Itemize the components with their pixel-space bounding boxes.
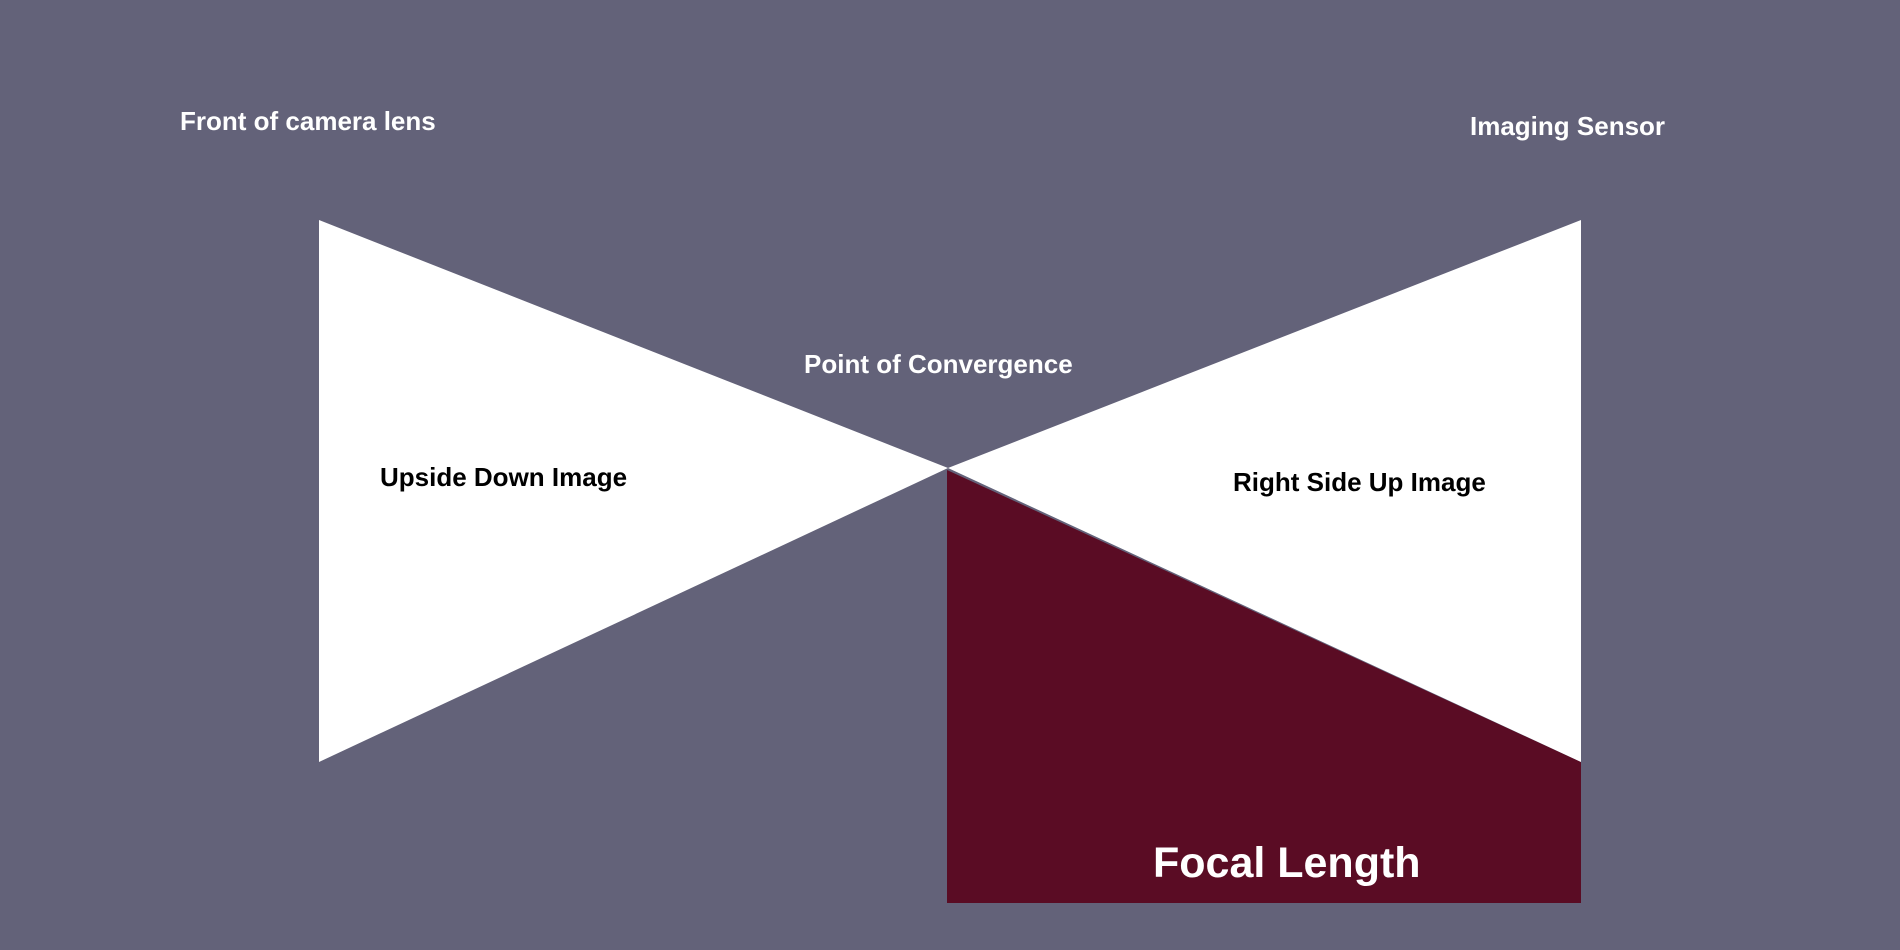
- front-of-lens-label: Front of camera lens: [180, 106, 436, 136]
- left-triangle-upside-down: [319, 220, 948, 762]
- imaging-sensor-label: Imaging Sensor: [1470, 111, 1666, 141]
- focal-length-region: [947, 470, 1581, 903]
- upside-down-image-label: Upside Down Image: [380, 462, 628, 492]
- focal-length-label: Focal Length: [1153, 839, 1421, 887]
- right-triangle-right-side-up: [948, 220, 1581, 762]
- point-of-convergence-label: Point of Convergence: [804, 349, 1073, 379]
- right-side-up-image-label: Right Side Up Image: [1233, 467, 1486, 497]
